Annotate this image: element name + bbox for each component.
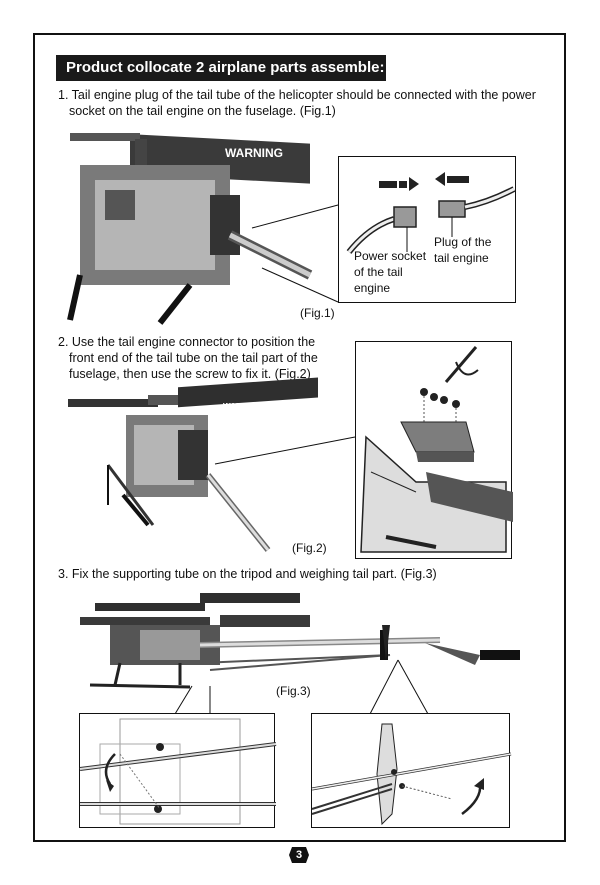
fig3-helicopter-illustration xyxy=(80,593,520,689)
fig3-tail-fin-illustration xyxy=(311,723,512,826)
fig1-connector-illustration xyxy=(346,172,516,254)
step-1-line-1: 1. Tail engine plug of the tail tube of … xyxy=(58,88,536,102)
fig1-callout-box: Plug of the tail engine Power socket of … xyxy=(338,156,516,303)
socket-label-line-1: Power socket xyxy=(354,249,427,263)
fig2-callout-box xyxy=(355,341,513,559)
socket-label-line-3: engine xyxy=(354,281,391,295)
step-3-line-1: 3. Fix the supporting tube on the tripod… xyxy=(58,567,437,581)
step-2-line-3: fuselage, then use the screw to fix it. … xyxy=(69,367,311,381)
step-2-line-1: 2. Use the tail engine connector to posi… xyxy=(58,335,316,349)
section-title: Product collocate 2 airplane parts assem… xyxy=(56,55,386,81)
page-number: 3 xyxy=(288,846,310,864)
plug-label-line-2: tail engine xyxy=(434,251,489,265)
page-number-text: 3 xyxy=(295,849,303,861)
socket-label-line-2: of the tail xyxy=(354,265,403,279)
fig1-helicopter-illustration: WARNING xyxy=(67,133,313,325)
step-2-line-2: front end of the tail tube on the tail p… xyxy=(69,351,318,365)
fig1-warning-text: WARNING xyxy=(225,146,283,160)
fig3-left-callout-box xyxy=(79,713,277,828)
fig2-helicopter-illustration: WARNING xyxy=(68,377,318,552)
fig3-right-callout-box xyxy=(311,713,512,828)
fig3-landing-gear-illustration xyxy=(79,718,277,825)
page-frame xyxy=(33,33,566,842)
plug-label-line-1: Plug of the xyxy=(434,235,492,249)
fig2-tail-mount-illustration xyxy=(360,346,513,553)
fig3-caption: (Fig.3) xyxy=(276,684,311,698)
fig2-warning-text: WARNING xyxy=(223,402,262,411)
step-1-line-2: socket on the tail engine on the fuselag… xyxy=(69,104,336,118)
fig2-caption: (Fig.2) xyxy=(292,541,327,555)
page-number-badge-icon xyxy=(289,847,309,863)
fig1-caption: (Fig.1) xyxy=(300,306,335,320)
